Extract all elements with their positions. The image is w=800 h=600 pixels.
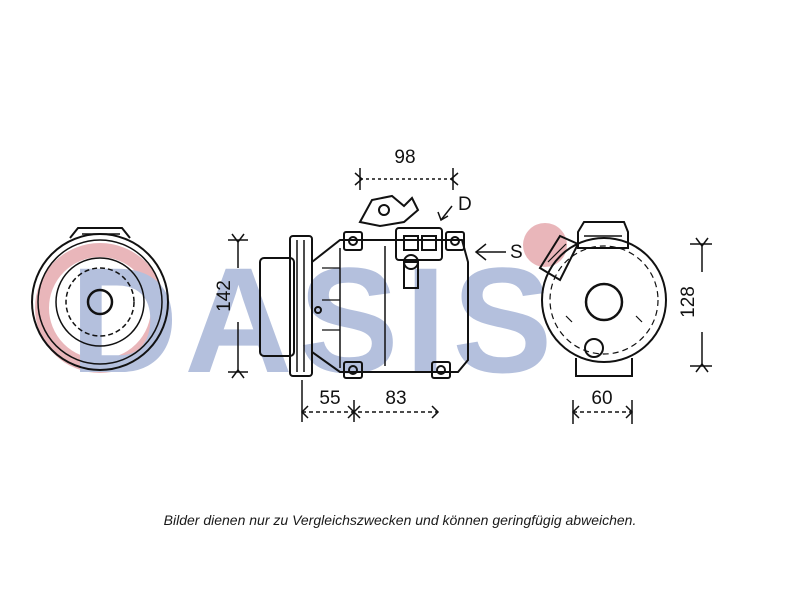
compressor-back-view — [538, 221, 667, 377]
dimension-60 — [571, 400, 634, 424]
dimension-98 — [354, 168, 459, 190]
dimension-142 — [228, 233, 248, 379]
label-d: D — [458, 194, 472, 215]
pointer-d — [437, 205, 453, 222]
dimension-83-label: 83 — [385, 388, 406, 409]
dimension-60-label: 60 — [591, 388, 612, 409]
pulley-front-view — [31, 227, 169, 371]
pointer-s — [474, 243, 506, 261]
dimension-128-label: 128 — [678, 286, 699, 318]
dimension-98-label: 98 — [394, 147, 415, 168]
dimension-55-label: 55 — [319, 388, 340, 409]
compressor-side-view — [259, 194, 469, 379]
label-s: S — [510, 242, 523, 263]
disclaimer-caption: Bilder dienen nur zu Vergleichszwecken u… — [163, 512, 637, 528]
dimension-128 — [690, 237, 712, 373]
dimension-142-label: 142 — [214, 280, 235, 312]
dimension-55-83 — [300, 380, 440, 422]
